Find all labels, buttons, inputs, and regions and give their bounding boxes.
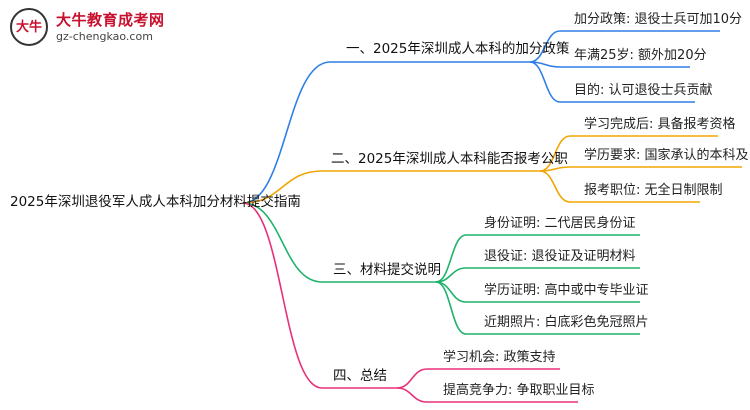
branch-4-leaf-2-connector <box>396 387 428 403</box>
branch-2-leaf-2: 学历要求: 国家承认的本科及以上 <box>584 148 750 163</box>
branch-3-leaf-1: 身份证明: 二代居民身份证 <box>484 216 636 231</box>
branch-2-leaf-3-connector <box>539 170 571 203</box>
branch-3-leaf-2: 退役证: 退役证及证明材料 <box>484 249 636 264</box>
branch-4-connector <box>242 202 323 389</box>
branch-1-label: 一、2025年深圳成人本科的加分政策 <box>346 41 570 57</box>
branch-3-leaf-4-connector <box>435 281 467 335</box>
branch-3-label: 三、材料提交说明 <box>333 262 441 278</box>
branch-1-leaf-1: 加分政策: 退役士兵可加10分 <box>574 12 743 27</box>
branch-2-leaf-3: 报考职位: 无全日制限制 <box>584 183 723 198</box>
branch-3-connector <box>242 202 323 283</box>
branch-3-leaf-3-connector <box>435 281 467 303</box>
site-logo: 大牛 大牛教育成考网 gz-chengkao.com <box>6 6 166 50</box>
branch-4-leaf-2: 提高竞争力: 争取职业目标 <box>443 383 595 398</box>
branch-3-leaf-4: 近期照片: 白底彩色免冠照片 <box>484 315 649 330</box>
branch-2-leaf-1: 学习完成后: 具备报考资格 <box>584 117 736 132</box>
branch-1-leaf-2: 年满25岁: 额外加20分 <box>574 48 707 63</box>
branch-3-leaf-1-connector <box>435 234 467 283</box>
branch-1-leaf-3: 目的: 认可退役士兵贡献 <box>574 83 713 98</box>
branch-4-leaf-1-connector <box>396 368 428 389</box>
branch-4-label: 四、总结 <box>333 368 387 384</box>
branch-1-leaf-1-connector <box>529 30 561 63</box>
branch-2-label: 二、2025年深圳成人本科能否报考公职 <box>331 151 568 167</box>
root-topic: 2025年深圳退役军人成人本科加分材料提交指南 <box>10 194 301 210</box>
branch-1-leaf-3-connector <box>529 61 561 103</box>
branch-1-connector <box>242 61 331 204</box>
branch-3-leaf-3: 学历证明: 高中或中专毕业证 <box>484 283 649 298</box>
branch-2-leaf-1-connector <box>539 135 571 172</box>
logo-site-name: 大牛教育成考网 <box>56 11 165 29</box>
logo-site-url: gz-chengkao.com <box>56 30 153 43</box>
logo-mark: 大牛 <box>10 8 48 46</box>
branch-4-leaf-1: 学习机会: 政策支持 <box>443 350 556 365</box>
branch-2-connector <box>242 170 323 204</box>
